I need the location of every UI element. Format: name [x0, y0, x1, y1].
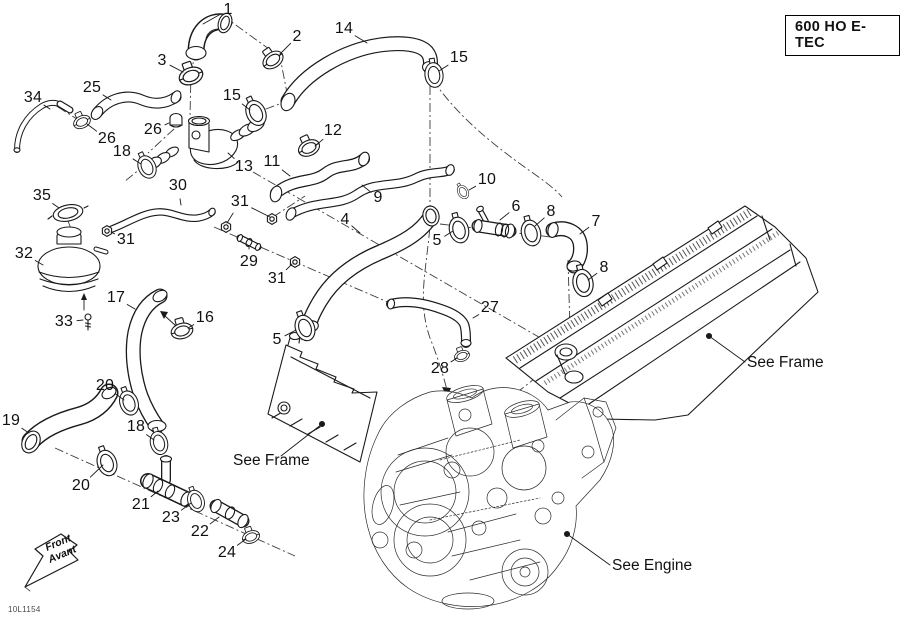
callout-22: 22 [190, 523, 210, 540]
callout-12: 12 [323, 122, 343, 139]
see-frame-2-label: See Frame [747, 354, 824, 371]
callout-31: 31 [116, 231, 136, 248]
hose-19 [21, 383, 119, 454]
callout-25: 25 [82, 79, 102, 96]
small-fittings [101, 112, 301, 268]
callout-20: 20 [71, 477, 91, 494]
hose-34 [13, 99, 74, 153]
callout-3: 3 [157, 52, 167, 69]
callout-18: 18 [112, 143, 132, 160]
thermostat-housing-13 [146, 115, 265, 170]
hose-27 [386, 297, 472, 348]
model-title: 600 HO E-TEC [795, 19, 867, 51]
model-title-box: 600 HO E-TEC [785, 15, 900, 56]
elbow-fitting-1 [185, 12, 233, 61]
callout-5: 5 [432, 232, 442, 249]
leader-lines [21, 13, 746, 566]
callout-19: 19 [1, 412, 21, 429]
callout-2: 2 [292, 28, 302, 45]
callout-21: 21 [131, 496, 151, 513]
callout-6: 6 [511, 198, 521, 215]
hose-30 [108, 207, 216, 233]
frame-panel [267, 331, 378, 463]
hose-14 [280, 36, 439, 112]
hose-22 [209, 498, 250, 529]
callout-10: 10 [477, 171, 497, 188]
callout-20: 20 [95, 377, 115, 394]
hose-25 [90, 90, 182, 120]
callout-26: 26 [143, 121, 163, 138]
hose-11 [269, 151, 370, 203]
callout-4: 4 [340, 211, 350, 228]
hose-9 [285, 164, 455, 221]
callout-8: 8 [599, 259, 609, 276]
front-direction-arrow: Front Avant [24, 532, 79, 592]
callout-8: 8 [546, 203, 556, 220]
callout-33: 33 [54, 313, 74, 330]
screw-33 [84, 313, 92, 331]
see-engine-label: See Engine [612, 557, 693, 574]
callout-26: 26 [97, 130, 117, 147]
tee-fitting-6 [471, 205, 517, 239]
callout-30: 30 [168, 177, 188, 194]
callout-5: 5 [272, 331, 282, 348]
tee-fitting-21 [140, 455, 194, 507]
callout-14: 14 [334, 20, 354, 37]
callout-11: 11 [263, 153, 281, 170]
callout-17: 17 [106, 289, 126, 306]
callout-15: 15 [222, 87, 242, 104]
callout-31: 31 [230, 193, 250, 210]
hose-4 [299, 205, 440, 334]
tank-cap-35 [47, 204, 89, 222]
elbow-fitting-7 [545, 221, 588, 274]
callout-35: 35 [32, 187, 52, 204]
callout-28: 28 [430, 360, 450, 377]
see-frame-1-label: See Frame [233, 452, 310, 469]
callout-27: 27 [480, 299, 500, 316]
callout-9: 9 [373, 189, 383, 206]
callout-15: 15 [449, 49, 469, 66]
callout-32: 32 [14, 245, 34, 262]
drawing-number: 10L1154 [8, 605, 41, 614]
hose-17 [125, 288, 168, 434]
callout-1: 1 [223, 1, 233, 18]
callout-16: 16 [195, 309, 215, 326]
callout-13: 13 [234, 158, 254, 175]
callout-24: 24 [217, 544, 237, 561]
coolant-tank-32 [37, 226, 109, 293]
callout-31: 31 [267, 270, 287, 287]
frame-cooler [505, 205, 819, 421]
callout-29: 29 [239, 253, 259, 270]
coupler-29 [236, 234, 262, 251]
callout-7: 7 [591, 213, 601, 230]
callout-23: 23 [161, 509, 181, 526]
engine-wireframe [363, 385, 617, 610]
callout-18: 18 [126, 418, 146, 435]
callout-34: 34 [23, 89, 43, 106]
